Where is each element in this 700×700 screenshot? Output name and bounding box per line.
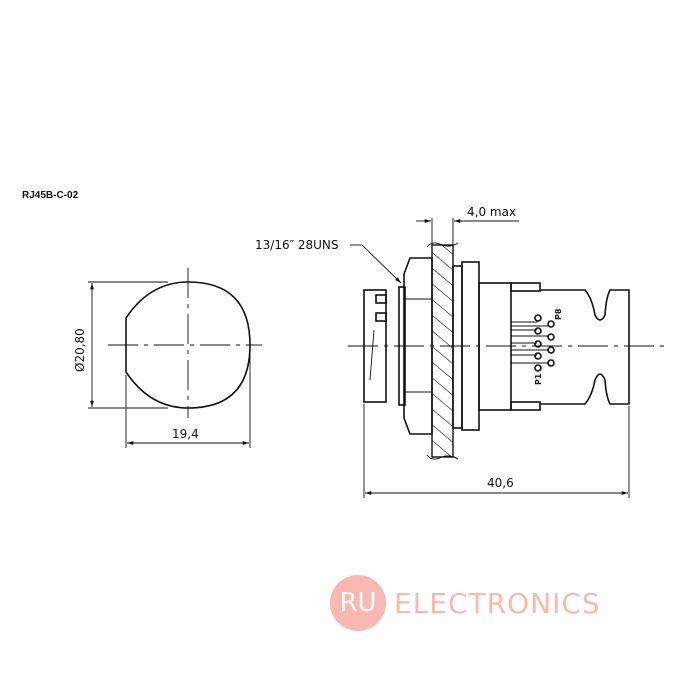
- rear-housing: [540, 289, 630, 405]
- mounting-panel: [431, 244, 454, 458]
- width-label: 19,4: [172, 427, 199, 441]
- watermark-badge: RU: [330, 575, 386, 631]
- overall-length-label: 40,6: [487, 476, 514, 490]
- part-number: RJ45B-C-02: [22, 190, 79, 201]
- pin1-label: P1: [534, 373, 543, 385]
- pin8-label: P8: [554, 308, 563, 320]
- thread-label: 13/16″ 28UNS: [255, 238, 339, 252]
- watermark-logo: RU ELECTRONICS: [330, 575, 601, 631]
- body: [478, 282, 512, 411]
- contact-pins: [511, 314, 555, 372]
- panel-thickness-label: 4,0 max: [467, 205, 516, 219]
- thread-leader-line: [361, 244, 402, 284]
- diameter-label: Ø20,80: [73, 328, 87, 372]
- front-view: Ø20,80 19,4: [73, 268, 262, 448]
- watermark-text: ELECTRONICS: [394, 586, 601, 620]
- side-view: P1 P8 4,0 max 13/16″ 28UNS 40,6: [255, 205, 668, 498]
